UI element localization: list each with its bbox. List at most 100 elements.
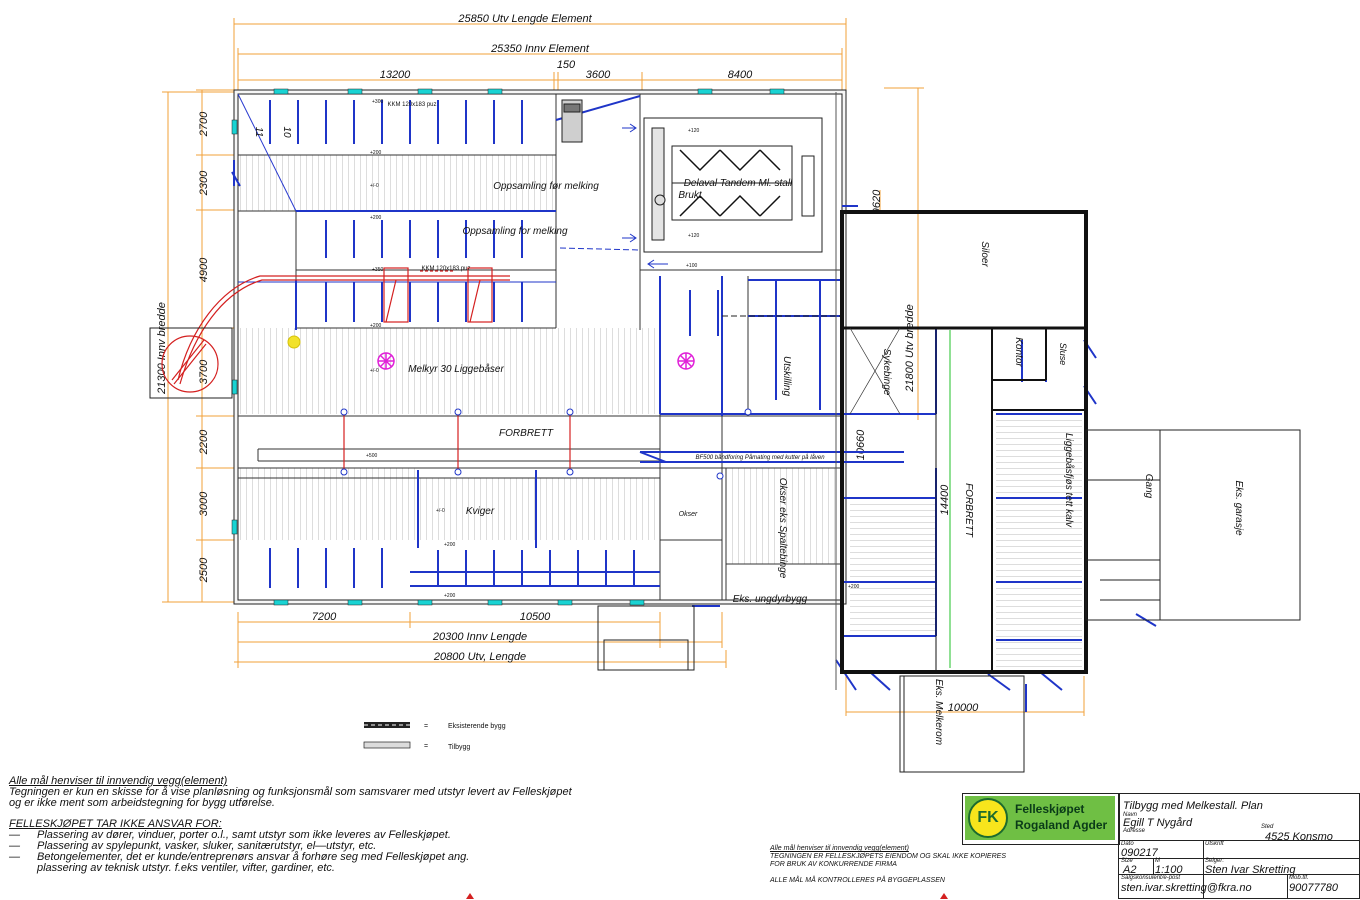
copyright-notes: Alle mål henviser til innvendig vegg(ele… — [770, 845, 1006, 885]
general-notes: Alle mål henviser til innvendig vegg(ele… — [9, 776, 572, 874]
gates-arrows — [231, 160, 1157, 712]
yellow-marker — [287, 335, 301, 349]
dim-10660: 10660 — [855, 429, 867, 460]
size-value: A2 — [1123, 864, 1137, 876]
dim-2500: 2500 — [198, 557, 210, 583]
dim-8400: 8400 — [728, 69, 753, 81]
label-eks-melkerom: Eks. Melkerom — [933, 679, 944, 745]
height-120-b: +120 — [688, 233, 699, 239]
label-melkyr: Melkyr 30 Liggebåser — [408, 363, 504, 375]
exterior-silo — [149, 327, 233, 399]
dim-14400: 14400 — [939, 484, 951, 515]
windows — [231, 88, 785, 606]
label-kkm-1: KKM 120x183 puz — [387, 102, 436, 108]
navn-label: Navn — [1123, 812, 1138, 818]
notes-title: Alle mål henviser til innvendig vegg(ele… — [9, 775, 228, 787]
dim-9620: 9620 — [871, 189, 883, 214]
slatted-floors — [238, 155, 1082, 672]
dim-10500: 10500 — [520, 611, 551, 623]
drawing-title: Tilbygg med Melkestall. Plan — [1123, 800, 1263, 812]
fk-badge-icon: FK — [968, 798, 1008, 838]
dim-21800: 21800 Utv bredde — [904, 304, 916, 392]
height-0-b: +/-0 — [436, 508, 445, 514]
legend-swatch-new — [363, 741, 411, 749]
bullet-2: — — [9, 840, 20, 852]
garage — [1085, 429, 1301, 621]
height-200-e: +200 — [444, 593, 455, 599]
dim-21300: 21300 Innv bredde — [156, 302, 168, 395]
height-300: +300 — [372, 99, 383, 105]
bullet-3: — — [9, 851, 20, 863]
height-500: +500 — [366, 453, 377, 459]
legend-eq-1: = — [424, 723, 428, 730]
dim-2200: 2200 — [198, 429, 210, 455]
notes-line-2: og er ikke ment som arbeidstegning for b… — [9, 797, 275, 809]
dim-top-outer: 25850 Utv Lengde Element — [457, 13, 592, 25]
selger-label: Selger: — [1205, 858, 1225, 864]
label-kviger: Kviger — [466, 506, 495, 517]
label-forbrett: FORBRETT — [499, 428, 554, 439]
size-label: Size — [1121, 858, 1133, 864]
height-neg-0: +/-0 — [370, 368, 379, 374]
label-siloer: Siloer — [979, 241, 990, 267]
dato-value: 090217 — [1121, 847, 1158, 859]
label-bf500: BF500 båndforing Påmating med kutter på … — [695, 454, 825, 461]
height-200-a: +200 — [370, 150, 381, 156]
milking-parlor — [561, 99, 823, 253]
utskrift-label: Utskrift — [1205, 841, 1224, 847]
label-liggebasfjos: Liggebåsfjøs tett kalv — [1063, 433, 1075, 528]
company-name-1: Felleskjøpet — [1015, 802, 1085, 816]
label-oppsamling-1: Oppsamling før melking — [493, 181, 599, 192]
dim-3700: 3700 — [198, 359, 210, 384]
small-note-1: Alle mål henviser til innvendig vegg(ele… — [770, 845, 909, 852]
mob-label: Mob.tlf. — [1289, 875, 1309, 881]
dim-20800: 20800 Utv, Lengde — [433, 651, 526, 663]
height-200-d: +200 — [444, 542, 455, 548]
notes-line-1: Tegningen er kun en skisse for å vise pl… — [9, 786, 572, 798]
label-sykebinge: Sykebinge — [881, 349, 892, 396]
notes-bullet-3b: plassering av teknisk utstyr. f.eks vent… — [37, 862, 335, 874]
label-kkm-2: KKM 120x183 puz — [421, 266, 470, 272]
legend: = = Eksisterende bygg Tilbygg — [363, 722, 506, 751]
dim-7200: 7200 — [312, 611, 337, 623]
customer-name: Egill T Nygård — [1123, 817, 1193, 829]
label-okser-spalte: Okser eks Spaltebinge — [777, 478, 788, 579]
dim-top-inner: 25350 Innv Element — [490, 43, 590, 55]
parlor-arrows — [559, 123, 842, 317]
small-note-4: ALLE MÅL MÅ KONTROLLERES PÅ BYGGEPLASSEN — [770, 877, 945, 884]
height-200-b: +200 — [370, 215, 381, 221]
label-eks-garasje: Eks. garasje — [1233, 480, 1244, 535]
dim-3600: 3600 — [586, 69, 611, 81]
height-120-a: +120 — [688, 128, 699, 134]
dim-4900: 4900 — [198, 257, 210, 282]
label-sluse: Sluse — [1058, 343, 1068, 366]
selger-value: Sten Ivar Skretting — [1205, 864, 1296, 876]
bullet-1: — — [9, 829, 20, 841]
dim-13200: 13200 — [380, 69, 411, 81]
notes-bullet-2: Plassering av spylepunkt, vasker, sluker… — [37, 840, 377, 852]
dim-2700: 2700 — [198, 111, 210, 137]
notes-bullet-3a: Betongelementer, det er kunde/entreprenø… — [37, 851, 470, 863]
feed-route — [177, 267, 571, 470]
adresse-label: Adresse — [1123, 828, 1146, 834]
height-0: +/-0 — [370, 183, 379, 189]
sted-value: 4525 Konsmo — [1265, 831, 1333, 843]
label-gang: Gang — [1143, 474, 1154, 499]
legend-eq-2: = — [424, 743, 428, 750]
epost-label: Salgskonsulent/e-post — [1121, 875, 1181, 881]
feed-station-markers — [340, 408, 752, 480]
sted-label: Sted — [1261, 824, 1274, 830]
label-milking-stall: Delaval Tandem Ml. stall — [684, 178, 793, 189]
company-name-2: Rogaland Agder — [1015, 818, 1108, 832]
height-200-c: +200 — [370, 323, 381, 329]
label-stall-10: 10 — [281, 126, 292, 138]
melkerom — [597, 605, 1025, 773]
legend-existing-label: Eksisterende bygg — [448, 723, 506, 730]
dato-label: Dato — [1121, 841, 1134, 847]
height-100: +100 — [686, 263, 697, 269]
dim-3000: 3000 — [198, 491, 210, 516]
label-utskilling: Utskilling — [781, 356, 792, 396]
dim-2300: 2300 — [198, 170, 210, 196]
